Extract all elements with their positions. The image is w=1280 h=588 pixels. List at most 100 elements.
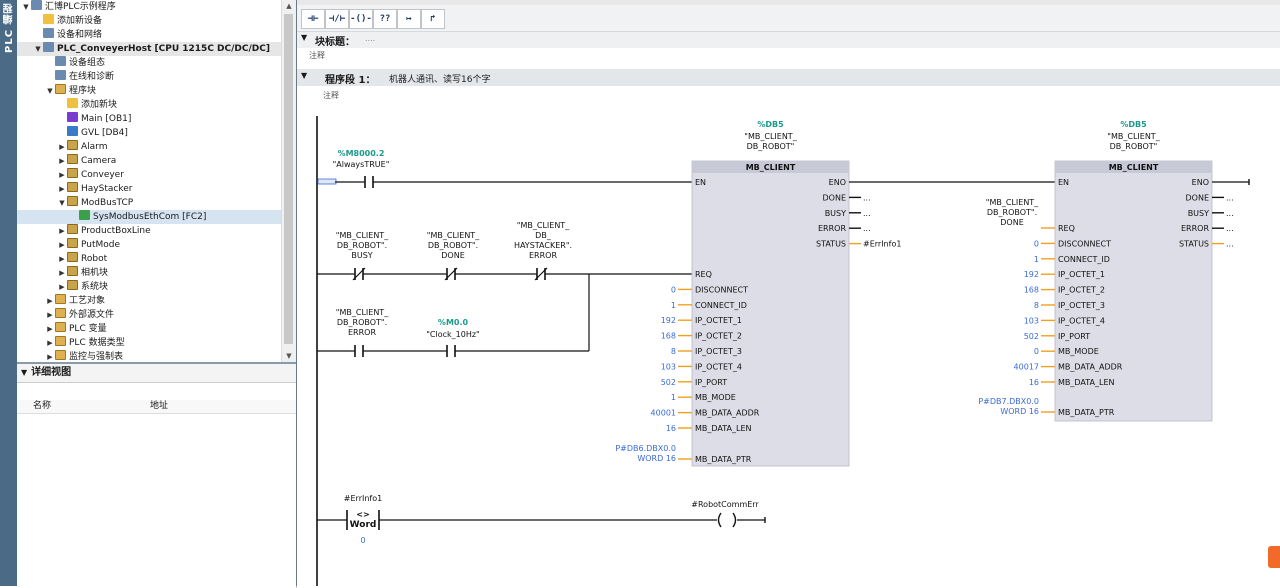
group-icon	[67, 266, 78, 276]
pin-label-ip_octet_2: IP_OCTET_2	[1058, 286, 1105, 295]
expand-arrow-icon[interactable]: ▶	[57, 266, 67, 280]
tree-item-label: PLC 变量	[69, 324, 107, 334]
pin-label-ip_octet_3: IP_OCTET_3	[1058, 301, 1105, 310]
pin-value: 0	[1034, 239, 1039, 248]
pin-label-done: DONE	[823, 193, 847, 202]
tree-item[interactable]: ▶工艺对象	[17, 294, 105, 308]
column-address-header[interactable]: 地址	[150, 400, 168, 413]
expand-arrow-icon[interactable]: ▶	[45, 350, 55, 362]
expand-arrow-icon[interactable]: ▶	[57, 280, 67, 294]
collapse-arrow-icon[interactable]: ▼	[57, 196, 67, 210]
block-db-address: %DB5	[1120, 120, 1147, 129]
expand-arrow-icon[interactable]: ▶	[57, 182, 67, 196]
detail-view-header[interactable]: ▼详细视图	[17, 364, 296, 383]
tree-item[interactable]: ▶ProductBoxLine	[17, 224, 151, 238]
detail-columns: 名称 地址	[17, 400, 296, 414]
tree-item[interactable]: ▶PLC 数据类型	[17, 336, 125, 350]
scroll-down-icon[interactable]: ▼	[282, 350, 296, 362]
collapse-arrow-icon[interactable]: ▼	[33, 42, 43, 56]
function-block-block1[interactable]	[692, 161, 849, 466]
tree-item[interactable]: ▶PutMode	[17, 238, 120, 252]
expand-arrow-icon[interactable]: ▶	[57, 168, 67, 182]
tree-item[interactable]: 在线和诊断	[17, 70, 114, 84]
pin-label-mb_data_ptr: MB_DATA_PTR	[695, 455, 752, 464]
scroll-thumb[interactable]	[284, 14, 293, 344]
pin-value: 192	[661, 316, 676, 325]
expand-arrow-icon[interactable]: ▶	[45, 336, 55, 350]
tree-item[interactable]: ▶监控与强制表	[17, 350, 123, 362]
pin-label-en: EN	[1058, 178, 1069, 187]
plc-programming-side-tab[interactable]: PLC 编程	[0, 0, 17, 586]
pin-value: 168	[1024, 286, 1039, 295]
robot-error-contact-name: "MB_CLIENT_	[336, 308, 389, 317]
tree-item[interactable]: ▶Robot	[17, 252, 107, 266]
expand-arrow-icon[interactable]: ▶	[57, 252, 67, 266]
collapse-arrow-icon[interactable]: ▼	[21, 0, 31, 14]
collapse-icon[interactable]: ▼	[21, 368, 27, 377]
haystacker-error-contact-name: ERROR	[529, 251, 557, 260]
expand-arrow-icon[interactable]: ▶	[57, 154, 67, 168]
tree-item[interactable]: SysModbusEthCom [FC2]	[17, 210, 281, 224]
collapse-arrow-icon[interactable]: ▼	[45, 84, 55, 98]
expand-arrow-icon[interactable]: ▶	[57, 224, 67, 238]
tree-item[interactable]: Main [OB1]	[17, 112, 131, 126]
block-db-address: %DB5	[757, 120, 784, 129]
tree-item[interactable]: 添加新块	[17, 98, 117, 112]
pin-value: P#DB7.DBX0.0	[978, 397, 1039, 406]
tree-item[interactable]: ▶HayStacker	[17, 182, 132, 196]
pin-value: 0	[671, 285, 676, 294]
tree-item-label: 汇博PLC示例程序	[45, 2, 116, 12]
tree-item-label: 在线和诊断	[69, 72, 114, 82]
tree-item[interactable]: ▼PLC_ConveyerHost [CPU 1215C DC/DC/DC]	[17, 42, 281, 56]
expand-arrow-icon[interactable]: ▶	[45, 308, 55, 322]
column-name-header[interactable]: 名称	[33, 400, 51, 413]
pin-label-mb_data_ptr: MB_DATA_PTR	[1058, 408, 1115, 417]
tree-item[interactable]: GVL [DB4]	[17, 126, 128, 140]
tree-item[interactable]: 设备组态	[17, 56, 105, 70]
block-db-name: "MB_CLIENT_	[744, 132, 797, 141]
tree-scrollbar[interactable]: ▲ ▼	[281, 0, 296, 362]
power-flow-indicator	[318, 179, 336, 184]
tree-item[interactable]: ▶系统块	[17, 280, 108, 294]
db-icon	[67, 126, 78, 136]
pin-value: 103	[661, 362, 676, 371]
tree-item[interactable]: ▶相机块	[17, 266, 108, 280]
expand-arrow-icon[interactable]: ▶	[45, 322, 55, 336]
tree-item[interactable]: ▶Camera	[17, 154, 116, 168]
scroll-up-icon[interactable]: ▲	[282, 0, 296, 12]
coil-left-arc	[719, 513, 722, 527]
pin-output-value: #ErrInfo1	[863, 240, 901, 249]
tree-item[interactable]: ▶Alarm	[17, 140, 107, 154]
tree-item-label: GVL [DB4]	[81, 128, 128, 138]
folder-icon	[55, 308, 66, 318]
pin-label-error: ERROR	[818, 224, 846, 233]
coil-operand: #RobotCommErr	[691, 500, 759, 509]
tree-item[interactable]: 设备和网络	[17, 28, 102, 42]
tree-item[interactable]: ▶ PLC 变量	[17, 322, 107, 336]
pin-value: 168	[661, 332, 676, 341]
tree-item[interactable]: ▶Conveyer	[17, 168, 124, 182]
clock-address: %M0.0	[438, 318, 469, 327]
tree-item[interactable]: ▼ModBusTCP	[17, 196, 133, 210]
side-tab-label: PLC 编程	[2, 2, 15, 62]
done-contact-name: DB_ROBOT".	[428, 241, 478, 250]
contact-address: %M8000.2	[338, 149, 385, 158]
pin-label-req: REQ	[1058, 224, 1075, 233]
tree-item[interactable]: ▶外部源文件	[17, 308, 114, 322]
expand-arrow-icon[interactable]: ▶	[45, 294, 55, 308]
tree-item[interactable]: 添加新设备	[17, 14, 102, 28]
ladder-diagram: %M8000.2"AlwaysTRUE""MB_CLIENT_DB_ROBOT"…	[297, 0, 1280, 586]
pin-label-ip_octet_3: IP_OCTET_3	[695, 347, 742, 356]
expand-arrow-icon[interactable]: ▶	[57, 140, 67, 154]
tree-item[interactable]: ▼程序块	[17, 84, 96, 98]
group-icon	[67, 196, 78, 206]
pin-label-done: DONE	[1186, 193, 1210, 202]
pin-label-req: REQ	[695, 270, 712, 279]
compare-operator: <>	[356, 510, 369, 519]
expand-arrow-icon[interactable]: ▶	[57, 238, 67, 252]
pin-label-mb_mode: MB_MODE	[695, 393, 736, 402]
done-contact-name: DONE	[441, 251, 465, 260]
tree-item[interactable]: ▼ 汇博PLC示例程序	[17, 0, 116, 14]
pin-output-value: ...	[863, 209, 871, 218]
req-operand-name: DB_ROBOT".	[987, 208, 1037, 217]
